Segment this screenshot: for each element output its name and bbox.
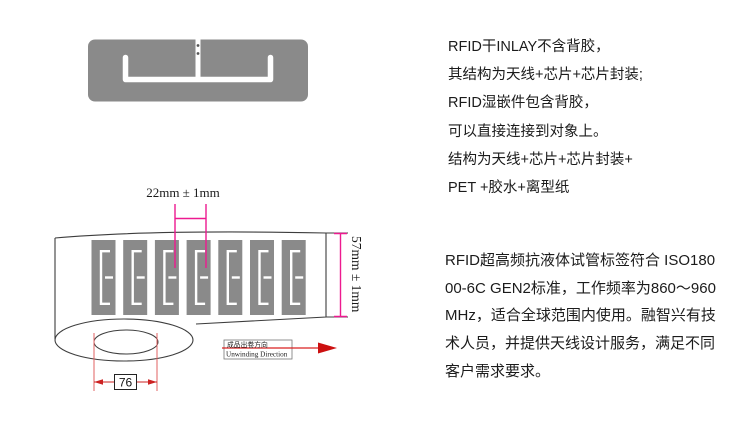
inlay-chip-dot [196,52,200,55]
spec-line: 术人员，并提供天线设计服务，满足不同 [445,335,716,353]
description-line: 其结构为天线+芯片+芯片封装; [448,66,643,83]
description-line: 结构为天线+芯片+芯片封装+ [448,151,633,168]
strip-outline [54,231,327,325]
roll-core-ellipse [93,329,159,355]
width-dimension: 57mm ± 1mm [326,232,364,318]
unwinding-direction-box [223,339,293,360]
label-row [90,238,307,317]
pitch-dimension: 22mm ± 1mm [146,185,220,268]
spec-line: 00-6C GEN2标准，工作频率为860～960 [445,279,716,297]
pitch-dimension-text: 22mm ± 1mm [146,185,220,200]
description-line: RFID干INLAY不含背胶， [448,38,610,55]
left-graphics-panel: 22mm ± 1mm 57mm ± 1mm 76 [54,39,364,391]
label-roll-drawing: 22mm ± 1mm 57mm ± 1mm 76 [54,185,364,391]
unwinding-direction-callout: 成品出卷方向 Unwinding Direction [222,339,337,360]
spec-line: RFID超高频抗液体试管标签符合 ISO180 [445,252,716,270]
unwinding-direction-en: Unwinding Direction [226,351,288,359]
width-dimension-lines [334,232,347,318]
spec-line: MHz，适合全球范围内使用。融智兴有技 [445,307,716,325]
label-unit [185,238,212,317]
inlay-description-block: RFID干INLAY不含背胶， 其结构为天线+芯片+芯片封装; RFID湿嵌件包… [448,31,643,201]
rfid-inlay-image [88,39,308,102]
label-unit [280,238,307,317]
label-unit [248,238,276,317]
core-dimension: 76 [93,333,158,391]
description-line: RFID湿嵌件包含背胶， [448,95,598,112]
inlay-chip-dot [196,44,200,47]
description-line: 可以直接连接到对象上。 [448,123,608,140]
core-extension-lines [93,333,158,391]
core-dimension-box [114,374,137,390]
arrow-left-icon [94,379,103,385]
unwinding-direction-cn: 成品出卷方向 [227,340,268,349]
label-unit [217,238,244,317]
spec-line: 客户需求要求。 [445,362,551,380]
unwinding-arrow-icon [318,342,337,354]
arrow-right-icon [148,379,157,385]
pitch-dimension-lines [174,204,207,268]
core-dimension-text: 76 [119,376,133,390]
label-unit [121,238,149,317]
width-extension-lines [326,232,348,318]
width-dimension-text: 57mm ± 1mm [349,236,364,313]
label-unit [90,238,117,317]
description-line: PET +胶水+离型纸 [448,180,570,197]
label-spec-block: RFID超高频抗液体试管标签符合 ISO180 00-6C GEN2标准，工作频… [445,246,716,384]
